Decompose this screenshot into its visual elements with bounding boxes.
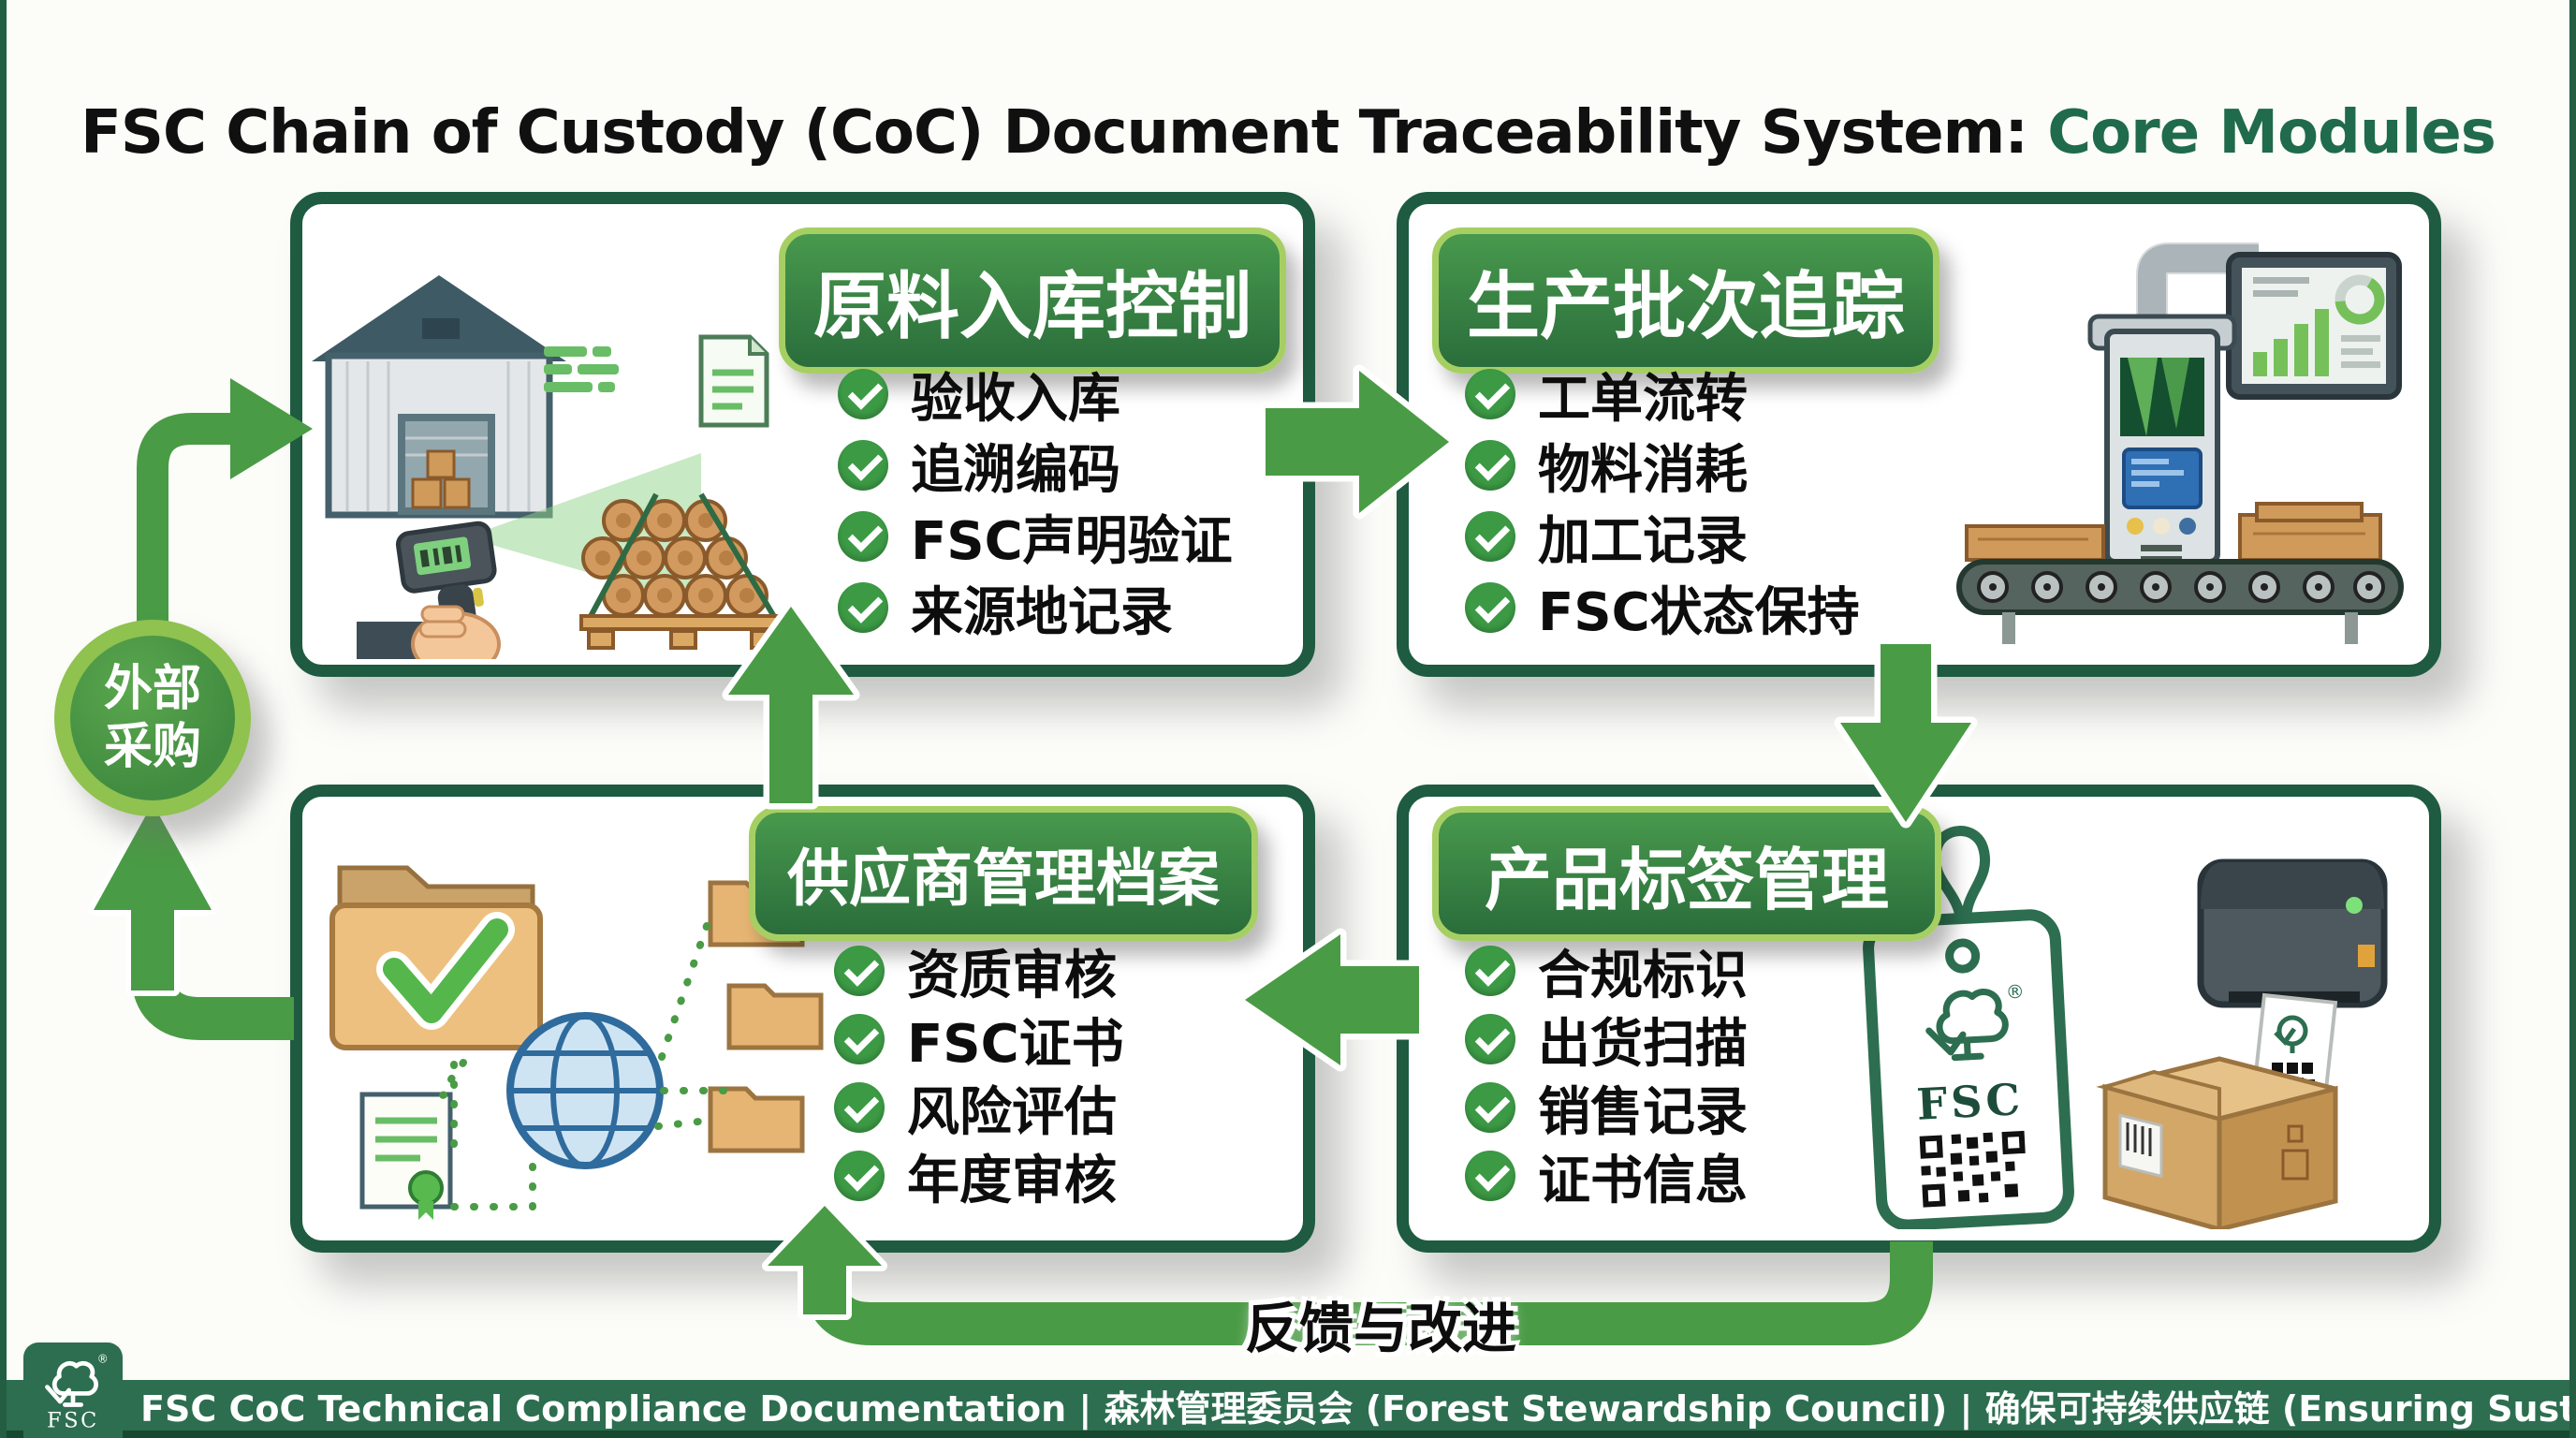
check-icon: [834, 1151, 885, 1201]
check-icon: [1465, 1014, 1515, 1064]
check-icon: [1465, 582, 1515, 633]
fsc-logo-text: FSC: [47, 1409, 99, 1432]
module-title-pill: 生产批次追踪: [1432, 227, 1939, 374]
module-title: 产品标签管理: [1484, 840, 1889, 919]
checklist-item: 合规标识: [1465, 945, 1748, 1006]
module-title: 供应商管理档案: [787, 843, 1220, 915]
page-title-main: FSC Chain of Custody (CoC) Document Trac…: [80, 97, 2048, 168]
check-icon: [1465, 1151, 1515, 1201]
fsc-label-printer-illustration: ® FSC: [1863, 826, 2388, 1229]
external-procurement-inner: 外部 采购: [70, 636, 235, 800]
check-icon: [834, 1082, 885, 1133]
module-title-pill: 产品标签管理: [1432, 806, 1941, 941]
right-border-strip: [2569, 0, 2576, 1438]
feedback-label: 反馈与改进: [1244, 1297, 1516, 1360]
module-raw-material-intake: 原料入库控制 验收入库 追溯编码 FSC声明验证 来源地记录: [290, 192, 1315, 677]
warehouse-scanner-illustration: [312, 275, 785, 659]
module-checklist: 合规标识 出货扫描 销售记录 证书信息: [1465, 945, 1748, 1211]
check-icon: [834, 946, 885, 996]
module-checklist: 工单流转 物料消耗 加工记录 FSC状态保持: [1465, 368, 1860, 643]
module-checklist: 资质审核 FSC证书 风险评估 年度审核: [834, 945, 1124, 1211]
checklist-item: 出货扫描: [1465, 1013, 1748, 1075]
left-border-strip: [0, 0, 7, 1438]
check-icon: [838, 440, 888, 491]
module-supplier-archive: 供应商管理档案 资质审核 FSC证书 风险评估 年度审核: [290, 785, 1315, 1253]
badge-line2: 采购: [103, 719, 201, 775]
external-loop-bottom-path: [88, 798, 294, 1040]
page-title-accent: Core Modules: [2047, 97, 2496, 168]
check-icon: [834, 1014, 885, 1064]
badge-line1: 外部: [103, 661, 201, 717]
checklist-item: 验收入库: [838, 368, 1233, 430]
module-title: 生产批次追踪: [1466, 265, 1905, 349]
footer-bar: FSC CoC Technical Compliance Documentati…: [0, 1380, 2576, 1438]
check-icon: [838, 582, 888, 633]
checklist-item: FSC声明验证: [838, 510, 1233, 572]
footer-text: FSC CoC Technical Compliance Documentati…: [140, 1387, 2576, 1430]
tag-reg-mark: ®: [2005, 980, 2025, 1004]
checklist-item: 销售记录: [1465, 1081, 1748, 1143]
production-machine-illustration: [1956, 242, 2404, 644]
module-checklist: 验收入库 追溯编码 FSC声明验证 来源地记录: [838, 368, 1233, 643]
fsc-tree-icon: ® FSC: [45, 1353, 109, 1432]
checklist-item: FSC状态保持: [1465, 581, 1860, 643]
check-icon: [1465, 946, 1515, 996]
module-title-pill: 原料入库控制: [779, 227, 1286, 374]
module-title: 原料入库控制: [812, 265, 1251, 349]
fsc-reg-mark: ®: [97, 1353, 109, 1366]
module-production-batch-tracking: 生产批次追踪 工单流转 物料消耗 加工记录 FSC状态保持: [1397, 192, 2441, 677]
check-icon: [1465, 511, 1515, 562]
checklist-item: 追溯编码: [838, 439, 1233, 501]
checklist-item: 年度审核: [834, 1150, 1124, 1211]
page-title: FSC Chain of Custody (CoC) Document Trac…: [0, 98, 2576, 168]
checklist-item: 证书信息: [1465, 1150, 1748, 1211]
checklist-item: 物料消耗: [1465, 439, 1860, 501]
check-icon: [1465, 369, 1515, 419]
module-title-pill: 供应商管理档案: [749, 806, 1258, 941]
checklist-item: 工单流转: [1465, 368, 1860, 430]
module-product-label-management: ® FSC 产品标签管理 合规标识 出货扫描 销售记录 证书信息: [1397, 785, 2441, 1253]
fsc-logo: ® FSC: [23, 1343, 123, 1438]
external-loop-top-path: [137, 378, 313, 655]
check-icon: [838, 369, 888, 419]
checklist-item: 资质审核: [834, 945, 1124, 1006]
checklist-item: 加工记录: [1465, 510, 1860, 572]
checklist-item: 风险评估: [834, 1081, 1124, 1143]
external-procurement-badge: 外部 采购: [54, 620, 251, 816]
checklist-item: FSC证书: [834, 1013, 1124, 1075]
check-icon: [838, 511, 888, 562]
checklist-item: 来源地记录: [838, 581, 1233, 643]
tag-fsc-text: FSC: [1915, 1074, 2025, 1130]
qr-code: [1919, 1130, 2026, 1208]
check-icon: [1465, 1082, 1515, 1133]
check-icon: [1465, 440, 1515, 491]
